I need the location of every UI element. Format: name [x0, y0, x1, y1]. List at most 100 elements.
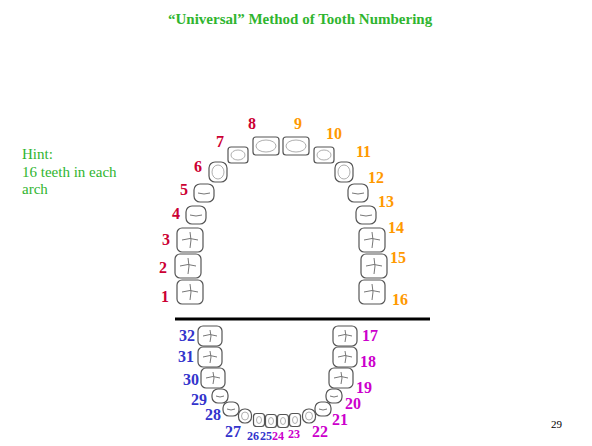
tooth-outline — [290, 414, 301, 427]
tooth-outline — [177, 280, 203, 304]
tooth-number: 22 — [312, 423, 328, 441]
tooth-number: 9 — [294, 115, 302, 133]
tooth-group — [175, 137, 387, 428]
tooth-inner-line — [281, 418, 286, 425]
tooth-outline — [209, 162, 227, 182]
tooth-outline — [348, 184, 368, 202]
tooth-outline — [356, 206, 376, 224]
tooth-outline — [359, 280, 385, 304]
molar-groove — [334, 372, 348, 384]
tooth-number: 8 — [248, 115, 256, 133]
tooth-number: 10 — [326, 125, 342, 143]
molar-groove — [182, 284, 198, 300]
tooth-outline — [333, 347, 357, 367]
tooth-number: 5 — [180, 181, 188, 199]
tooth-number: 32 — [179, 327, 195, 345]
premolar-groove — [216, 396, 224, 397]
molar-groove — [338, 330, 352, 342]
premolar-groove — [319, 409, 327, 410]
premolar-groove — [352, 193, 364, 194]
tooth-number: 30 — [183, 371, 199, 389]
tooth-inner-line — [242, 412, 249, 420]
molar-groove — [206, 372, 220, 384]
tooth-number: 3 — [162, 231, 170, 249]
tooth-outline — [314, 147, 334, 163]
tooth-number: 25 — [260, 430, 272, 444]
tooth-outline — [326, 389, 342, 403]
tooth-outline — [198, 347, 222, 367]
tooth-outline — [315, 402, 331, 416]
tooth-outline — [228, 147, 248, 163]
tooth-outline — [212, 389, 228, 403]
tooth-inner-line — [269, 418, 274, 425]
tooth-number: 17 — [362, 327, 378, 345]
tooth-outline — [253, 137, 279, 155]
tooth-outline — [333, 326, 357, 346]
molar-groove — [203, 351, 217, 363]
tooth-number: 24 — [272, 430, 284, 444]
tooth-inner-line — [286, 140, 306, 152]
premolar-groove — [198, 193, 210, 194]
tooth-number: 20 — [345, 395, 361, 413]
tooth-number: 29 — [191, 391, 207, 409]
tooth-number: 13 — [378, 193, 394, 211]
tooth-number: 7 — [216, 133, 224, 151]
tooth-inner-line — [257, 417, 262, 424]
premolar-groove — [330, 396, 338, 397]
tooth-number: 19 — [356, 379, 372, 397]
tooth-number: 1 — [161, 288, 169, 306]
molar-groove — [338, 351, 352, 363]
arch-divider — [175, 318, 430, 321]
diagram-title: “Universal” Method of Tooth Numbering — [168, 11, 432, 28]
tooth-number: 15 — [390, 249, 406, 267]
tooth-outline — [175, 254, 201, 278]
tooth-outline — [266, 415, 277, 428]
tooth-outline — [303, 409, 316, 423]
tooth-outline — [329, 368, 353, 388]
tooth-number: 28 — [205, 406, 221, 424]
tooth-inner-line — [231, 150, 245, 160]
molar-groove — [182, 232, 198, 248]
tooth-outline — [239, 409, 252, 423]
molar-groove — [364, 232, 380, 248]
premolar-groove — [190, 215, 202, 216]
tooth-number: 2 — [159, 259, 167, 277]
tooth-outline — [198, 326, 222, 346]
tooth-inner-line — [317, 150, 331, 160]
tooth-number: 31 — [178, 348, 194, 366]
tooth-number: 16 — [392, 291, 408, 309]
hint-text: 16 teeth in each arch — [22, 164, 140, 199]
premolar-groove — [227, 409, 235, 410]
tooth-inner-line — [306, 412, 313, 420]
molar-groove — [364, 284, 380, 300]
tooth-inner-line — [293, 417, 298, 424]
molar-groove — [203, 330, 217, 342]
tooth-outline — [335, 162, 353, 182]
tooth-number: 21 — [332, 411, 348, 429]
molar-groove — [366, 258, 382, 274]
tooth-number: 11 — [356, 143, 371, 161]
tooth-outline — [254, 414, 265, 427]
tooth-outline — [194, 184, 214, 202]
tooth-number: 18 — [360, 353, 376, 371]
tooth-number: 14 — [388, 219, 404, 237]
tooth-outline — [361, 254, 387, 278]
tooth-inner-line — [256, 140, 276, 152]
premolar-groove — [360, 215, 372, 216]
tooth-number: 26 — [247, 430, 259, 444]
tooth-inner-line — [338, 165, 350, 179]
tooth-number: 23 — [288, 428, 300, 442]
tooth-outline — [177, 228, 203, 252]
tooth-outline — [283, 137, 309, 155]
tooth-number: 27 — [225, 423, 241, 441]
tooth-outline — [278, 415, 289, 428]
hint-text: Hint: — [22, 146, 53, 163]
tooth-number: 12 — [368, 169, 384, 187]
tooth-number: 6 — [194, 158, 202, 176]
tooth-inner-line — [212, 165, 224, 179]
tooth-number: 4 — [172, 205, 180, 223]
tooth-outline — [186, 206, 206, 224]
tooth-outline — [223, 402, 239, 416]
